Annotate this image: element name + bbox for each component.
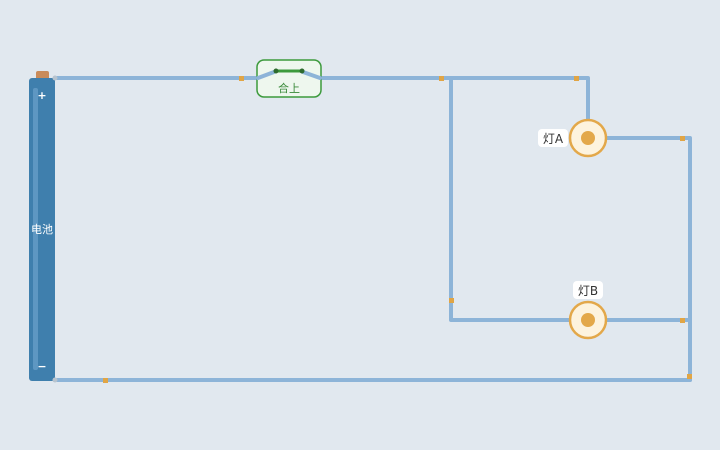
switch[interactable]: 合上 [256,59,322,98]
battery-label: 电池 [31,223,53,236]
wire-lamp-a-right [604,136,692,382]
wire-top-right [318,76,590,122]
lamp-b-label: 灯B [578,284,598,298]
battery[interactable]: + 电池 − [29,71,58,383]
wires [53,76,692,382]
joint [103,378,108,383]
battery-plus: + [37,89,46,102]
lamp-a-label: 灯A [543,132,564,146]
battery-terminal-top [52,75,58,81]
lamp-b-core [581,313,595,327]
lamp-b[interactable]: 灯B [568,281,608,340]
joint [239,76,244,81]
lamp-a[interactable]: 灯A [538,118,608,158]
lamp-a-label-bg [538,129,568,147]
lamp-a-core [581,131,595,145]
battery-cap [36,71,49,80]
battery-terminal-bottom [52,377,58,383]
joint [439,76,444,81]
joint [680,318,685,323]
switch-contact-right [299,68,305,74]
switch-arm-right [301,70,322,80]
joint [680,136,685,141]
joint [449,298,454,303]
lamp-b-label-bg [573,281,603,299]
battery-highlight [33,88,38,370]
switch-state-label: 合上 [278,81,300,95]
battery-minus: − [37,360,46,373]
switch-arm-left [256,70,276,80]
switch-contact-left [273,68,279,74]
wire-branch-left-vertical [449,76,572,322]
joint [574,76,579,81]
wire-joints [103,76,692,383]
joint [687,374,692,379]
